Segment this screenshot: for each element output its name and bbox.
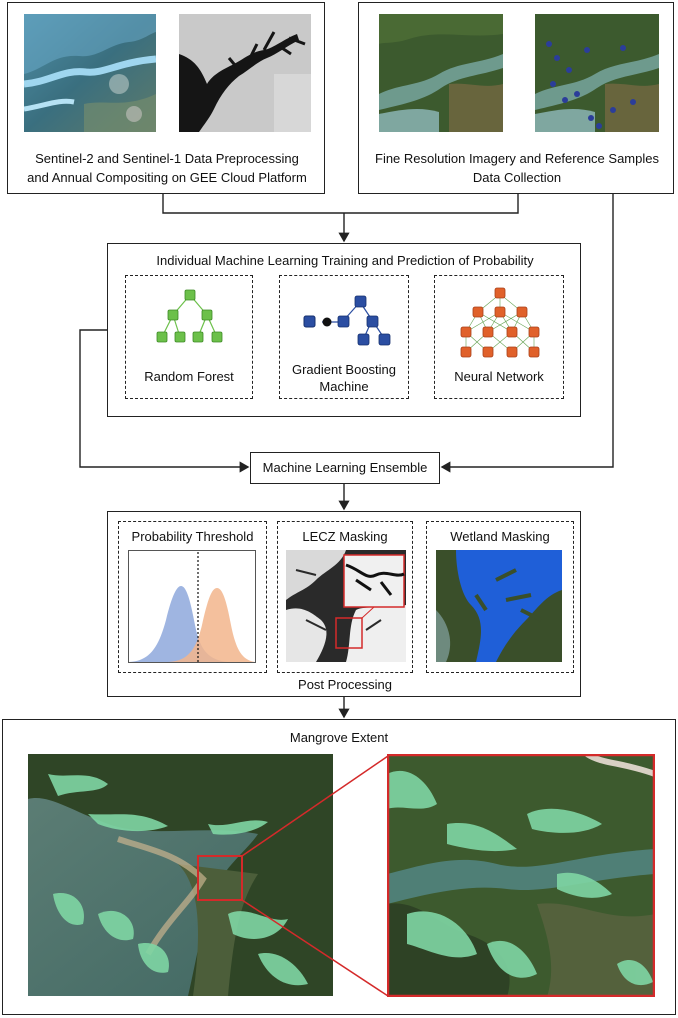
sentinel2-composite-image <box>24 14 156 132</box>
random-forest-label: Random Forest <box>144 369 234 384</box>
ml-training-box: Individual Machine Learning Training and… <box>107 243 581 417</box>
probability-distribution-plot <box>128 550 256 663</box>
lecz-masking-panel: LECZ Masking <box>277 521 413 673</box>
neural-network-panel: Neural Network <box>434 275 564 399</box>
sentinel1-sar-image <box>179 14 311 132</box>
mangrove-extent-title: Mangrove Extent <box>289 730 389 745</box>
ensemble-box: Machine Learning Ensemble <box>250 452 440 484</box>
preprocessing-caption-line1: Sentinel-2 and Sentinel-1 Data Preproces… <box>35 151 299 166</box>
fine-resolution-image <box>379 14 503 132</box>
lecz-mask-image <box>286 550 406 662</box>
ensemble-label: Machine Learning Ensemble <box>262 460 428 475</box>
gradient-boosting-icon <box>303 295 391 346</box>
post-processing-label: Post Processing <box>298 677 392 692</box>
reference-data-box: Fine Resolution Imagery and Reference Sa… <box>358 2 674 194</box>
reference-caption-line1: Fine Resolution Imagery and Reference Sa… <box>375 151 659 166</box>
mangrove-extent-box: Mangrove Extent <box>2 719 676 1015</box>
connector-reference-to-ensemble <box>440 193 614 473</box>
mangrove-overview-map <box>28 754 333 996</box>
gradient-boosting-label-line2: Machine <box>319 379 369 394</box>
neural-network-icon <box>460 287 540 358</box>
connector-ml-to-ensemble <box>79 329 250 473</box>
zoom-region-marker <box>197 855 243 901</box>
zoom-lines <box>241 755 389 997</box>
lecz-masking-label: LECZ Masking <box>302 529 388 544</box>
wetland-mask-image <box>436 550 562 662</box>
connector-top-merge <box>162 193 519 214</box>
non-mangrove-distribution <box>129 586 228 662</box>
probability-threshold-panel: Probability Threshold <box>118 521 267 673</box>
ml-training-title: Individual Machine Learning Training and… <box>156 253 534 268</box>
probability-threshold-label: Probability Threshold <box>131 529 254 544</box>
preprocessing-box: Sentinel-2 and Sentinel-1 Data Preproces… <box>7 2 325 194</box>
random-forest-panel: Random Forest <box>125 275 253 399</box>
gradient-boosting-label-line1: Gradient Boosting <box>291 362 397 377</box>
random-forest-icon <box>156 289 223 343</box>
wetland-masking-panel: Wetland Masking <box>426 521 574 673</box>
wetland-masking-label: Wetland Masking <box>450 529 550 544</box>
mangrove-distribution <box>168 588 255 662</box>
mangrove-zoomed-map <box>387 754 655 997</box>
neural-network-label: Neural Network <box>454 369 544 384</box>
reference-caption-line2: Data Collection <box>472 170 562 185</box>
reference-samples-image <box>535 14 659 132</box>
preprocessing-caption-line2: and Annual Compositing on GEE Cloud Plat… <box>27 170 307 185</box>
post-processing-box: Probability Threshold LECZ Masking Wetla… <box>107 511 581 697</box>
gradient-boosting-panel: Gradient Boosting Machine <box>279 275 409 399</box>
